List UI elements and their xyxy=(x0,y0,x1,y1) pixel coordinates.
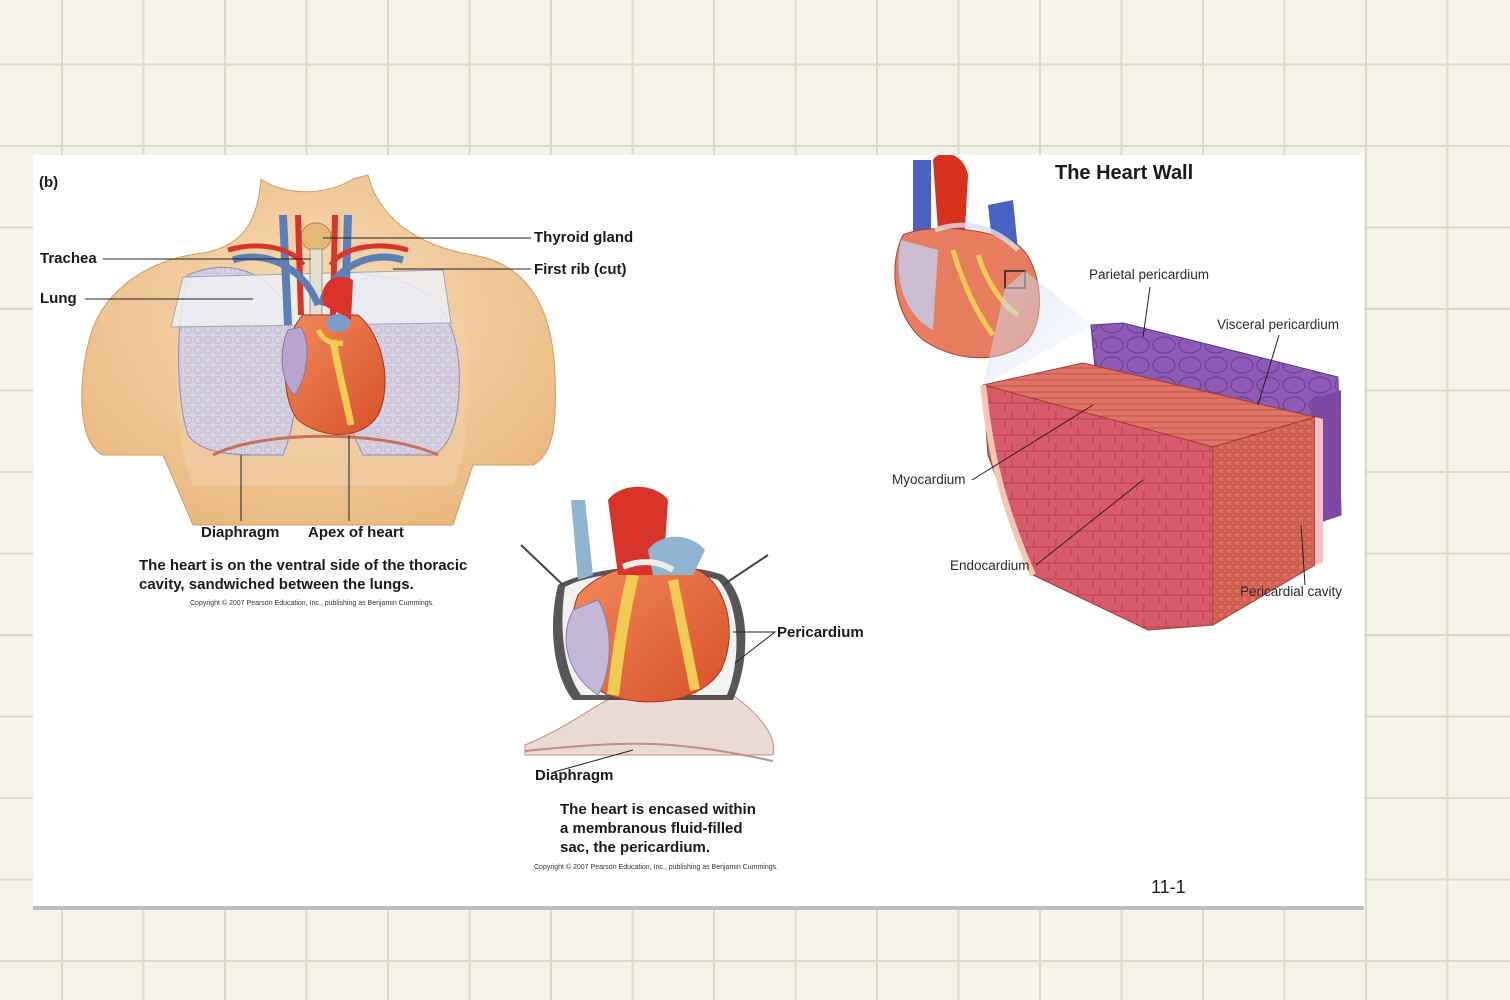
label-pericardium-diaphragm: Diaphragm xyxy=(535,767,614,784)
label-endocardium: Endocardium xyxy=(950,558,1030,573)
pericardium-caption-line-3: sac, the pericardium. xyxy=(560,839,711,856)
thorax-copyright: Copyright © 2007 Pearson Education, Inc.… xyxy=(190,600,435,607)
label-visceral-pericardium: Visceral pericardium xyxy=(1217,317,1340,332)
panel-tag: (b) xyxy=(39,174,59,191)
thorax-caption-line-2: cavity, sandwiched between the lungs. xyxy=(139,576,414,593)
thorax-illustration xyxy=(81,174,556,526)
pericardium-caption-line-2: a membranous fluid-filled xyxy=(560,820,743,837)
pericardium-caption: The heart is encased within a membranous… xyxy=(560,800,756,857)
label-parietal-pericardium: Parietal pericardium xyxy=(1089,267,1210,282)
thorax-caption-line-1: The heart is on the ventral side of the … xyxy=(139,557,468,574)
thorax-caption: The heart is on the ventral side of the … xyxy=(139,556,467,594)
label-apex-of-heart: Apex of heart xyxy=(308,524,404,541)
heart-wall-illustration xyxy=(894,155,1342,631)
label-trachea: Trachea xyxy=(40,250,97,267)
label-first-rib: First rib (cut) xyxy=(534,261,627,278)
label-diaphragm: Diaphragm xyxy=(201,524,280,541)
illustrations xyxy=(81,155,1342,773)
label-thyroid-gland: Thyroid gland xyxy=(534,229,634,246)
pericardium-caption-line-1: The heart is encased within xyxy=(560,801,756,818)
heart-wall-leader-lines xyxy=(971,286,1306,586)
pericardium-copyright: Copyright © 2007 Pearson Education, Inc.… xyxy=(534,864,779,871)
pericardium-illustration xyxy=(520,486,775,762)
label-pericardium: Pericardium xyxy=(777,624,864,641)
label-myocardium: Myocardium xyxy=(892,472,966,487)
heart-wall-title: The Heart Wall xyxy=(1055,162,1194,184)
slide: (b) Trachea Lung Thyroid gland First rib… xyxy=(33,155,1364,910)
thorax-leader-lines xyxy=(85,237,531,521)
label-pericardial-cavity: Pericardial cavity xyxy=(1240,584,1343,599)
page-number: 11-1 xyxy=(1151,877,1186,897)
label-lung: Lung xyxy=(40,290,77,307)
pericardium-leader-lines xyxy=(553,631,777,773)
